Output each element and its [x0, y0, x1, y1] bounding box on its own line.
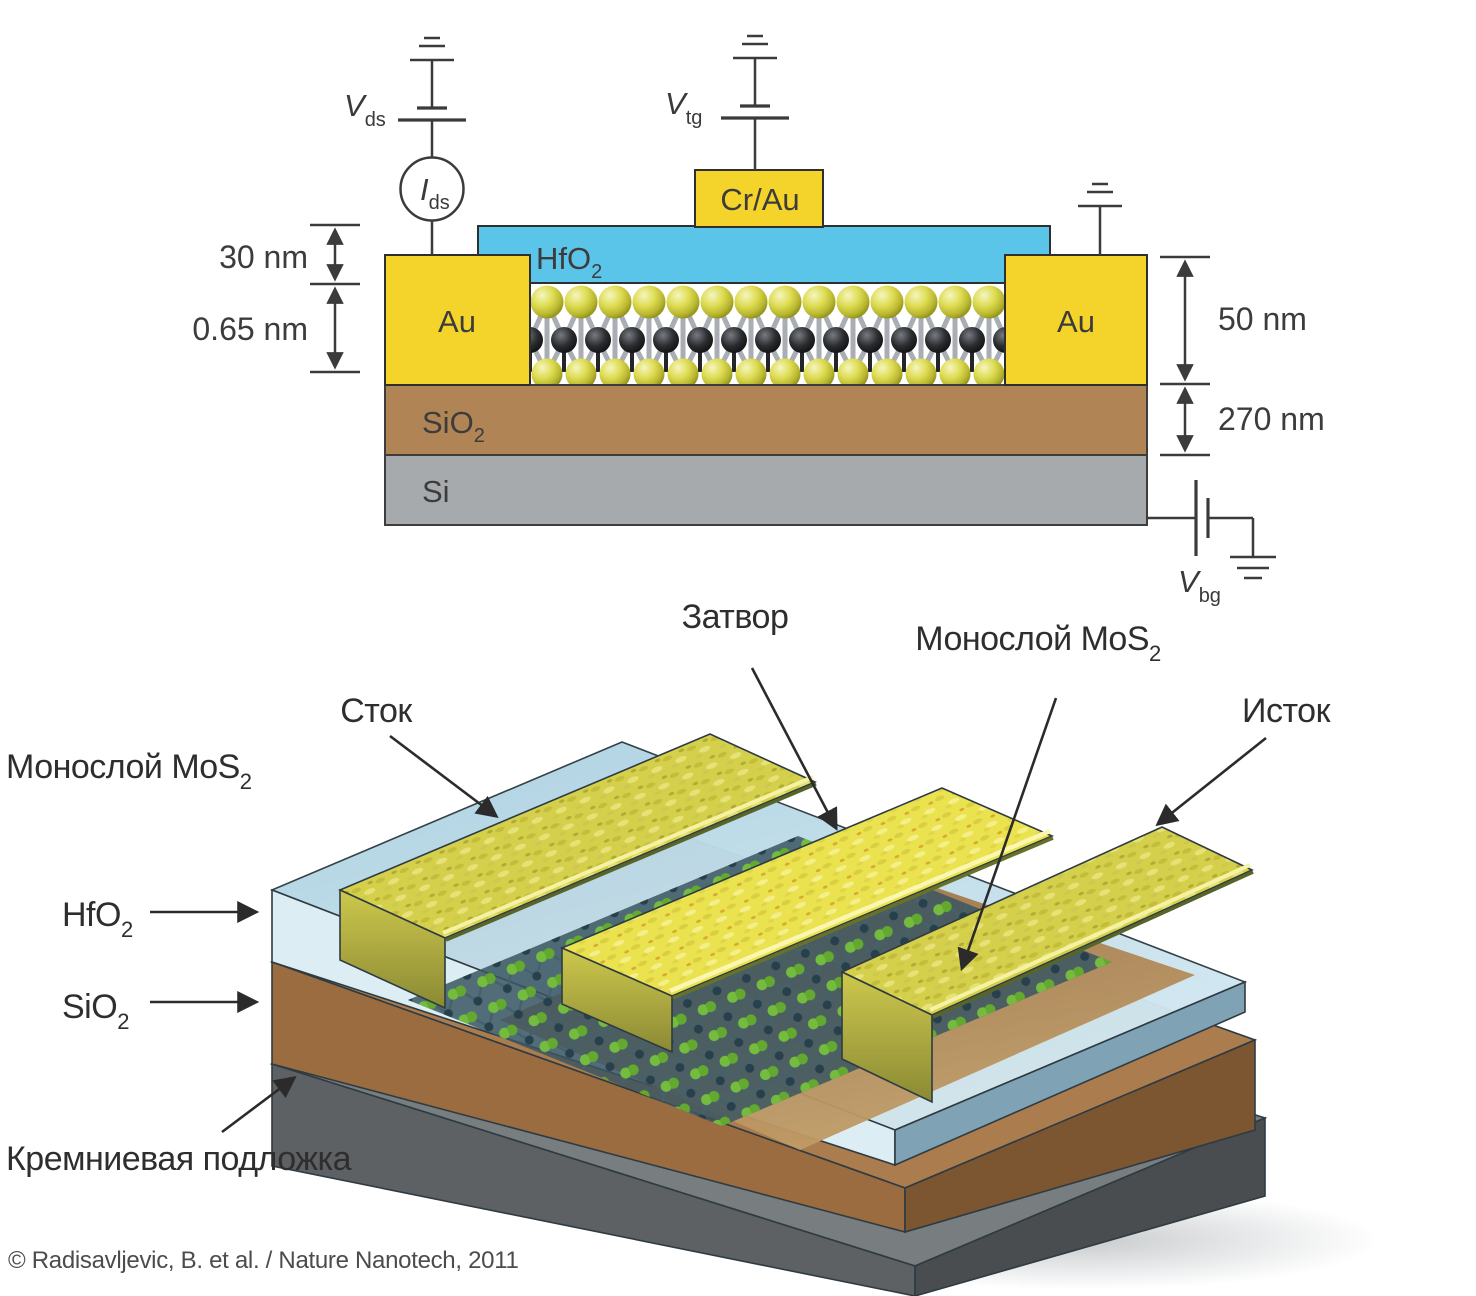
sio2-label: SiO2 — [422, 405, 485, 447]
au-electrode-right — [1004, 254, 1148, 386]
dimension-annotations: 30 nm 0.65 nm 50 nm 270 nm — [192, 223, 1325, 457]
hfo2-layer — [477, 225, 1051, 284]
vtg-label: Vtg — [665, 86, 702, 129]
substrate-arrow — [221, 1076, 297, 1134]
hfo2-label: HfO2 — [536, 241, 602, 283]
drain-arrow — [389, 734, 499, 818]
sio2-right-face — [904, 1038, 1256, 1234]
drain-label: Сток — [340, 692, 413, 730]
dim-hfo2-thickness: 30 nm — [219, 239, 308, 275]
sio2-3d-label: SiO2 — [62, 988, 129, 1034]
callout-arrows — [150, 667, 1267, 1134]
source-arrow — [1155, 736, 1267, 827]
monolayer-top-label: Монослой MoS2 — [915, 620, 1161, 666]
ammeter-icon — [399, 156, 465, 222]
dim-sio2-thickness: 270 nm — [1218, 401, 1325, 437]
gate-arrow — [750, 667, 838, 831]
sio2-layer — [384, 384, 1148, 456]
ids-label: Ids — [420, 172, 450, 214]
vbg-circuit-branch: Vbg — [1147, 480, 1276, 607]
dim-mos2-thickness: 0.65 nm — [192, 311, 308, 347]
si-front-face — [271, 1062, 916, 1296]
substrate-label: Кремниевая подложка — [6, 1140, 352, 1178]
vds-circuit-branch: Ids Vds — [344, 36, 466, 255]
mos2-mesh-3d — [408, 836, 1112, 1126]
source-label: Исток — [1242, 692, 1332, 730]
mos2-monolayer — [530, 283, 1005, 385]
gate-label: Затвор — [682, 598, 789, 636]
hfo2-right-face — [894, 980, 1246, 1167]
crau-label: Cr/Au — [720, 182, 799, 217]
crau-top-gate — [694, 169, 824, 228]
drain-bar-3d — [338, 733, 817, 1010]
credit-line: © Radisavljevic, B. et al. / Nature Nano… — [8, 1247, 519, 1274]
si-label: Si — [422, 474, 450, 509]
au-right-label: Au — [1057, 304, 1095, 339]
si-substrate-layer — [384, 454, 1148, 526]
si-right-face — [914, 1116, 1266, 1296]
vtg-circuit-branch: Vtg — [665, 34, 789, 170]
dim-au-thickness: 50 nm — [1218, 301, 1307, 337]
monolayer-left-label: Монослой MoS2 — [6, 748, 252, 794]
source-bar-3d — [840, 826, 1254, 1104]
hfo2-3d-label: HfO2 — [62, 896, 133, 942]
gate-bar-3d — [559, 787, 1055, 1054]
cross-section-schematic: HfO2 Au Au Cr/Au SiO2 Si Ids Vds — [192, 34, 1325, 607]
au-left-label: Au — [438, 304, 476, 339]
vbg-label: Vbg — [1178, 564, 1221, 607]
source-ground-branch — [1078, 182, 1122, 255]
monolayer-arrow — [957, 697, 1058, 972]
render-3d: Затвор Монослой MoS2 Сток Исток Монослой… — [6, 598, 1380, 1296]
au-electrode-left — [384, 254, 531, 386]
vds-label: Vds — [344, 88, 386, 131]
